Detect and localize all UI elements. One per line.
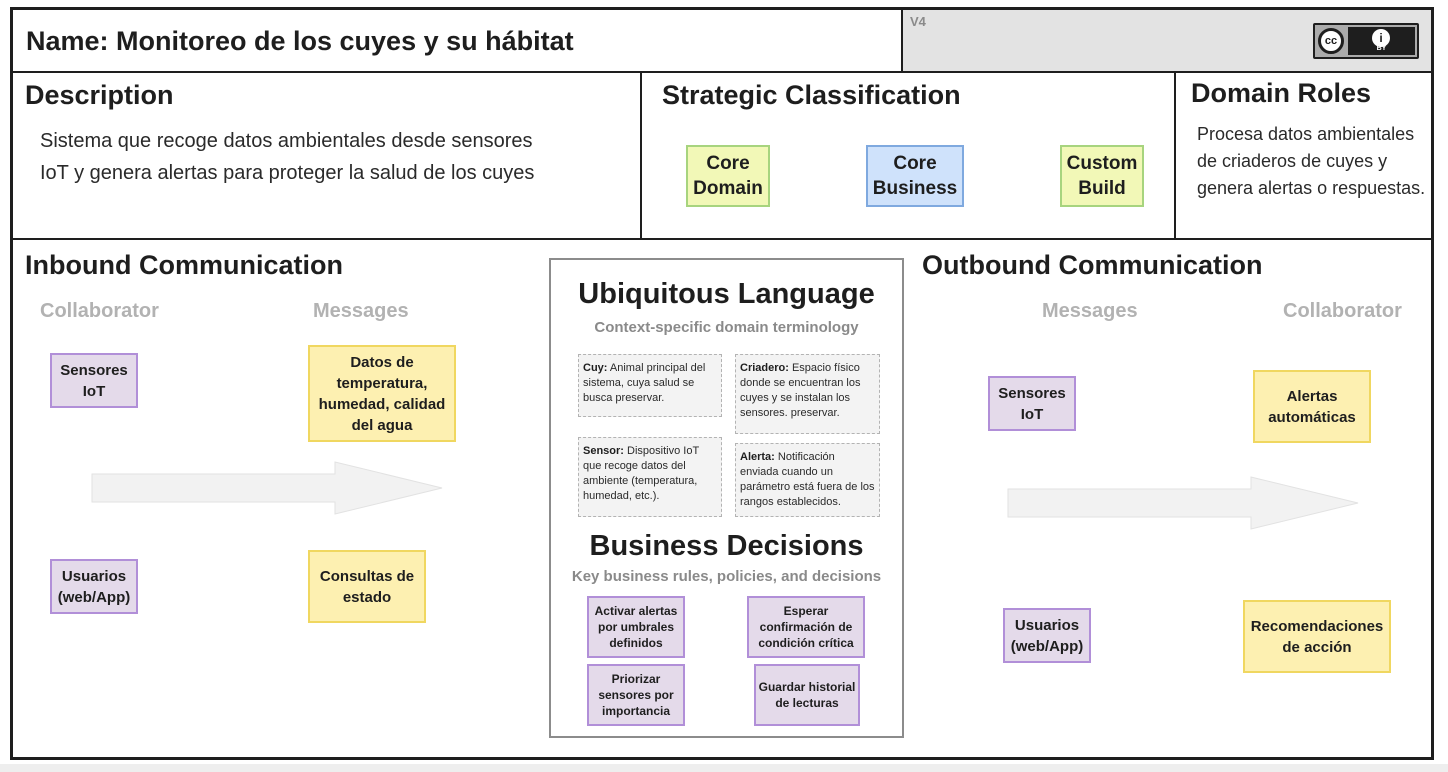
outbound-title: Outbound Communication	[922, 250, 1263, 280]
inbound-collaborator-sensores: Sensores IoT	[50, 353, 138, 408]
term-alerta-name: Alerta:	[740, 451, 775, 463]
divider-header	[10, 71, 1434, 73]
outbound-message-usuarios: Usuarios (web/App)	[1003, 608, 1091, 663]
inbound-message-consultas: Consultas de estado	[308, 550, 426, 623]
divider-strategic	[1174, 72, 1176, 240]
canvas-name-title: Name: Monitoreo de los cuyes y su hábita…	[26, 26, 574, 56]
term-cuy: Cuy: Animal principal del sistema, cuya …	[578, 354, 722, 417]
outbound-messages-head: Messages	[1042, 300, 1138, 322]
term-criadero: Criadero: Espacio físico donde se encuen…	[735, 354, 880, 434]
inbound-collaborator-head: Collaborator	[40, 300, 159, 322]
cc-icon: cc	[1318, 28, 1344, 54]
inbound-title: Inbound Communication	[25, 250, 343, 280]
tag-core-business: Core Business	[866, 145, 964, 207]
domain-roles-text: Procesa datos ambientales de criaderos d…	[1197, 124, 1426, 198]
business-decisions-subtitle: Key business rules, policies, and decisi…	[571, 568, 882, 585]
inbound-arrow	[91, 461, 443, 515]
outbound-collaborator-head: Collaborator	[1283, 300, 1402, 322]
tag-custom-build: Custom Build	[1060, 145, 1144, 207]
outbound-collaborator-alertas: Alertas automáticas	[1253, 370, 1371, 443]
divider-description	[640, 72, 642, 240]
by-label: BY	[1376, 45, 1387, 52]
version-label: V4	[910, 14, 926, 29]
canvas-frame	[10, 7, 1434, 760]
inbound-collaborator-usuarios: Usuarios (web/App)	[50, 559, 138, 614]
term-criadero-definition: Espacio físico donde se encuentran los c…	[740, 362, 861, 419]
term-cuy-name: Cuy:	[583, 362, 608, 374]
decision-priorizar-sensores: Priorizar sensores por importancia	[587, 664, 685, 726]
term-sensor-definition: Dispositivo IoT que recoge datos del amb…	[583, 445, 699, 502]
attribution-person-icon: i	[1372, 29, 1390, 47]
decision-guardar-historial: Guardar historial de lecturas	[754, 664, 860, 726]
decision-esperar-confirmacion: Esperar confirmación de condición crític…	[747, 596, 865, 658]
term-sensor-name: Sensor:	[583, 445, 624, 457]
outbound-message-sensores: Sensores IoT	[988, 376, 1076, 431]
ubiquitous-subtitle: Context-specific domain terminology	[594, 319, 859, 336]
domain-roles-title: Domain Roles	[1191, 78, 1372, 108]
bottom-strip	[0, 764, 1448, 772]
business-decisions-title: Business Decisions	[589, 530, 864, 562]
term-criadero-name: Criadero:	[740, 362, 789, 374]
ubiquitous-title: Ubiquitous Language	[578, 278, 875, 310]
inbound-messages-head: Messages	[313, 300, 409, 322]
term-alerta-definition: Notificación enviada cuando un parámetro…	[740, 451, 875, 508]
outbound-arrow	[1007, 476, 1359, 530]
term-cuy-definition: Animal principal del sistema, cuya salud…	[583, 362, 706, 404]
decision-activar-alertas: Activar alertas por umbrales definidos	[587, 596, 685, 658]
inbound-message-datos: Datos de temperatura, humedad, calidad d…	[308, 345, 456, 442]
outbound-collaborator-recomendaciones: Recomendaciones de acción	[1243, 600, 1391, 673]
divider-version	[901, 10, 903, 72]
cc-license-badge: cc i BY	[1313, 23, 1419, 59]
by-panel: i BY	[1348, 27, 1415, 55]
term-sensor: Sensor: Dispositivo IoT que recoge datos…	[578, 437, 722, 517]
description-text: Sistema que recoge datos ambientales des…	[40, 130, 535, 184]
divider-top-sections	[10, 238, 1434, 240]
description-title: Description	[25, 80, 174, 110]
strategic-title: Strategic Classification	[662, 80, 961, 110]
term-alerta: Alerta: Notificación enviada cuando un p…	[735, 443, 880, 517]
tag-core-domain: Core Domain	[686, 145, 770, 207]
